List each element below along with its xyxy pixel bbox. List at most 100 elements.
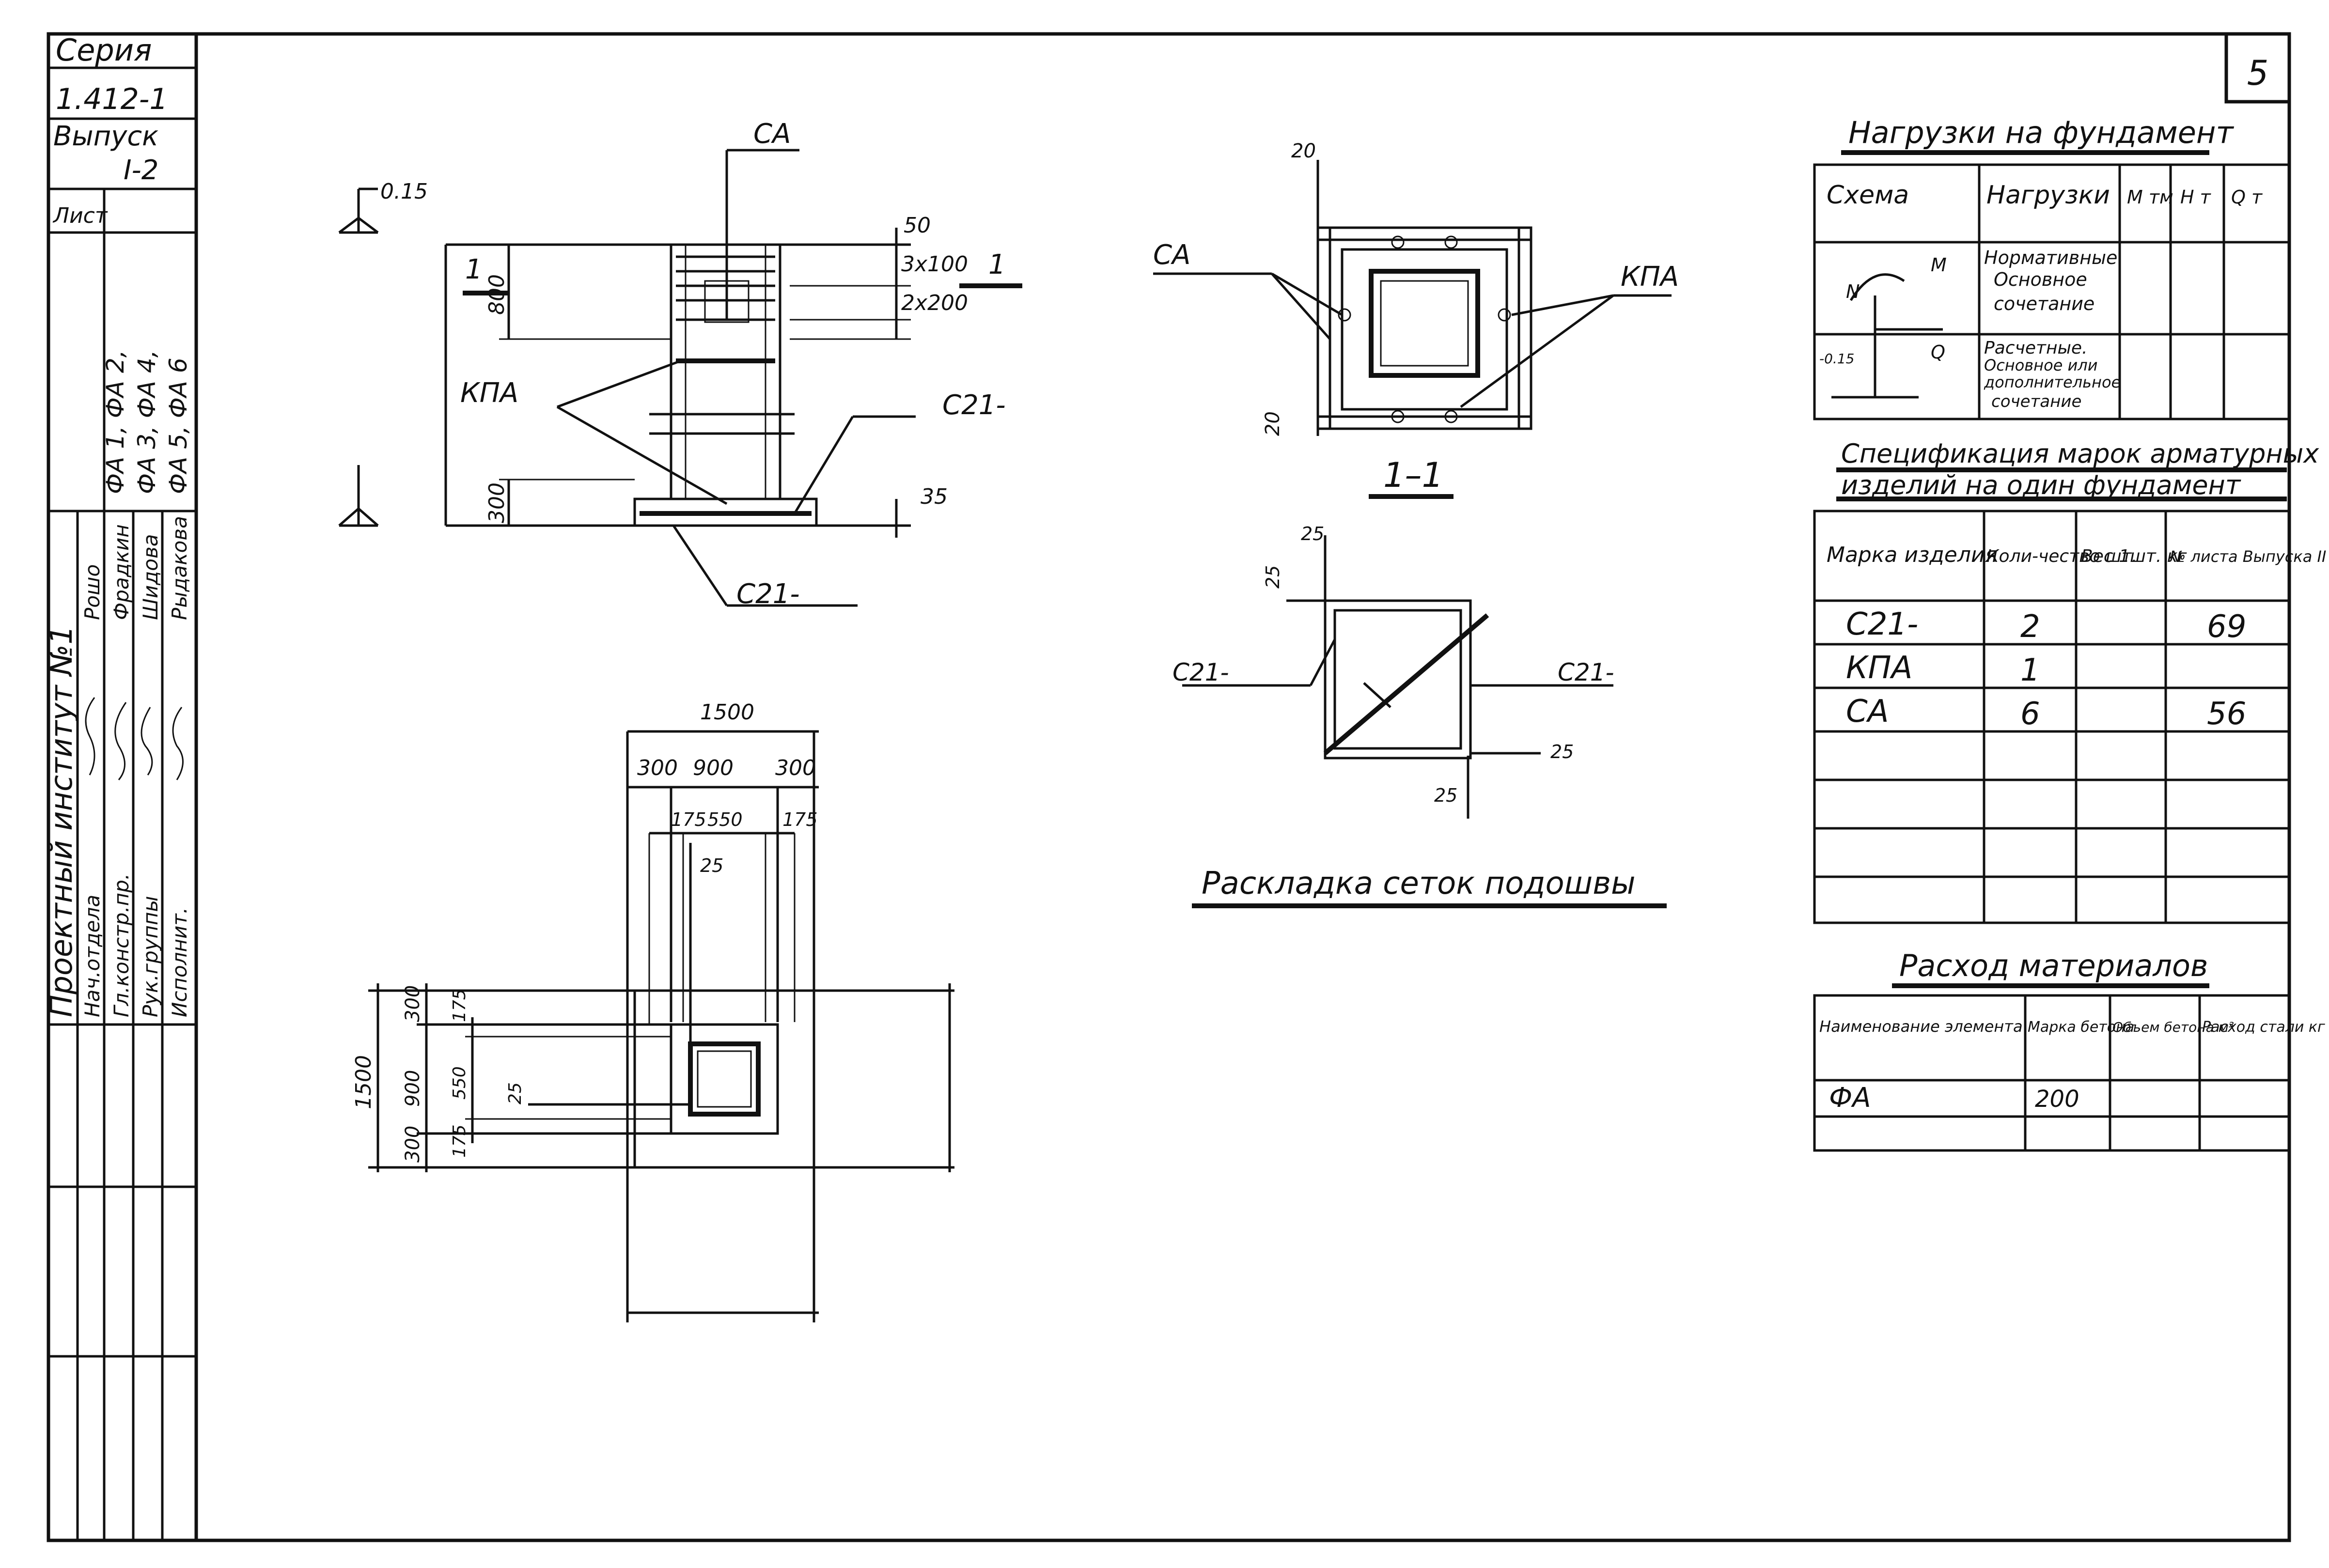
sheet-number: 5 <box>2247 53 2269 93</box>
section-1-1-dim-20-bottom: 20 <box>1262 411 1284 436</box>
mesh-label-left: С21- <box>1172 658 1229 686</box>
plan-dim-175-d: 175 <box>450 1124 469 1158</box>
plan-dim-25-left: 25 <box>505 1082 525 1104</box>
plan-dim-900-top: 900 <box>693 756 734 780</box>
plan-dim-900-left: 900 <box>402 1070 424 1107</box>
loads-row1-l3: сочетание <box>1994 293 2095 314</box>
loads-header-n: Н т <box>2180 186 2212 208</box>
plan-dim-550-left: 550 <box>450 1066 469 1100</box>
spec-table <box>1813 467 2291 924</box>
plan-dim-175-c: 175 <box>450 989 469 1022</box>
stamp-role-3: Рук.группы <box>139 896 162 1017</box>
mesh-dim-25-c: 25 <box>1550 741 1574 762</box>
section-1-1 <box>1153 160 1672 499</box>
spec-title-1: Спецификация марок арматурных <box>1841 438 2319 469</box>
section-view <box>338 149 1022 607</box>
dim-3x100: 3х100 <box>901 252 968 277</box>
marks-line-2: ФА 3, ФА 4, <box>133 350 161 494</box>
schema-label-q: Q <box>1931 342 1945 363</box>
schema-label-n: N <box>1846 281 1860 302</box>
schema-label-m: М <box>1931 254 1947 276</box>
spec-row1-qty: 2 <box>2020 609 2040 645</box>
stamp-name-4: Рыдакова <box>168 516 191 620</box>
issue-label: Выпуск <box>53 121 158 152</box>
mesh-dim-25-a: 25 <box>1301 523 1324 544</box>
plan-dim-550-top: 550 <box>707 809 743 830</box>
stamp-signatures <box>85 697 184 780</box>
materials-header-volume: Объем бетона м³ <box>2112 1019 2234 1035</box>
marks-line-1: ФА 1, ФА 2, <box>101 350 129 494</box>
list-label: Лист <box>52 203 108 228</box>
spec-row1-sheet: 69 <box>2207 609 2246 645</box>
elev-0-15: 0.15 <box>380 179 428 204</box>
materials-title: Расход материалов <box>1899 948 2208 983</box>
plan-dim-300-a: 300 <box>637 756 678 780</box>
materials-row1-grade: 200 <box>2035 1086 2079 1113</box>
stamp-name-2: Фрадкин <box>109 524 133 620</box>
loads-header-schema: Схема <box>1827 181 1909 210</box>
spec-row2-qty: 1 <box>2020 652 2040 688</box>
plan-dim-175-b: 175 <box>782 809 818 830</box>
materials-header-grade: Марка бетона <box>2028 1019 2134 1036</box>
loads-header-loads: Нагрузки <box>1986 181 2110 210</box>
plan-dim-1500-left: 1500 <box>351 1055 376 1109</box>
loads-row1-l2: Основное <box>1994 269 2087 290</box>
spec-row1-mark: С21- <box>1846 606 1918 642</box>
plan-dim-175-a: 175 <box>671 809 706 830</box>
stamp-role-4: Исполнит. <box>168 907 191 1017</box>
series-label: Серия <box>56 32 152 68</box>
plan-dim-300-b: 300 <box>775 756 816 780</box>
loads-title: Нагрузки на фундамент <box>1848 115 2234 150</box>
spec-row2-mark: КПА <box>1846 650 1912 686</box>
loads-row2-l1: Расчетные. <box>1984 338 2088 358</box>
loads-row1-l1: Нормативные. <box>1984 247 2123 268</box>
section-1-1-dim-20-top: 20 <box>1291 140 1316 162</box>
materials-header-name: Наименование элемента <box>1819 1017 2023 1036</box>
loads-header-m: М тм <box>2127 186 2173 208</box>
dim-35: 35 <box>921 484 948 509</box>
stamp-institute: Проектный институт №1 <box>44 625 79 1017</box>
section-label-c21-right: С21- <box>942 389 1006 421</box>
dim-800: 800 <box>485 274 509 315</box>
mesh-label-right: С21- <box>1558 658 1614 686</box>
series-value: 1.412-1 <box>56 82 168 116</box>
mesh-dim-25-d: 25 <box>1434 785 1457 806</box>
mesh-dim-25-b: 25 <box>1262 565 1283 589</box>
loads-row2-l3: дополнительное <box>1984 373 2121 391</box>
materials-header-steel: Расход стали кг <box>2202 1019 2325 1036</box>
stamp-role-1: Нач.отдела <box>80 895 104 1017</box>
section-cut-mark-right: 1 <box>988 249 1006 280</box>
section-1-1-title: 1–1 <box>1383 455 1443 495</box>
materials-row1-name: ФА <box>1829 1082 1871 1114</box>
left-title-strip <box>48 66 196 1540</box>
mesh-layout-title: Раскладка сеток подошвы <box>1202 866 1635 901</box>
mesh-layout <box>1182 535 1667 908</box>
plan-dim-1500-top: 1500 <box>700 700 754 725</box>
section-label-c21-bottom: С21- <box>736 578 800 610</box>
plan-dim-300-c: 300 <box>402 985 424 1022</box>
loads-table <box>1813 150 2291 420</box>
spec-row3-sheet: 56 <box>2207 696 2246 732</box>
dim-2x200: 2х200 <box>901 291 968 315</box>
materials-table <box>1813 983 2291 1152</box>
spec-row3-mark: СА <box>1846 694 1889 730</box>
spec-header-sheet: № листа Выпуска II <box>2169 547 2326 566</box>
loads-row2-l4: сочетание <box>1991 392 2081 411</box>
issue-value: I-2 <box>124 155 158 186</box>
stamp-name-3: Шидова <box>139 534 162 620</box>
section-1-1-label-ca: СА <box>1153 239 1190 271</box>
section-1-1-label-kpa: КПА <box>1621 261 1679 293</box>
loads-row2-l2: Основное или <box>1984 356 2098 374</box>
dim-50: 50 <box>904 213 931 238</box>
spec-title-2: изделий на один фундамент <box>1841 470 2241 500</box>
schema-elev: -0.15 <box>1819 351 1854 367</box>
plan-view <box>368 730 954 1322</box>
spec-row3-qty: 6 <box>2020 696 2040 732</box>
section-label-ca: СА <box>753 118 791 150</box>
stamp-role-2: Гл.констр.пр. <box>109 873 133 1017</box>
plan-dim-25-top: 25 <box>700 855 723 876</box>
loads-header-q: Q т <box>2231 186 2263 208</box>
spec-header-weight: Вес 1шт. кг <box>2081 546 2188 566</box>
section-cut-mark-left: 1 <box>465 254 483 285</box>
